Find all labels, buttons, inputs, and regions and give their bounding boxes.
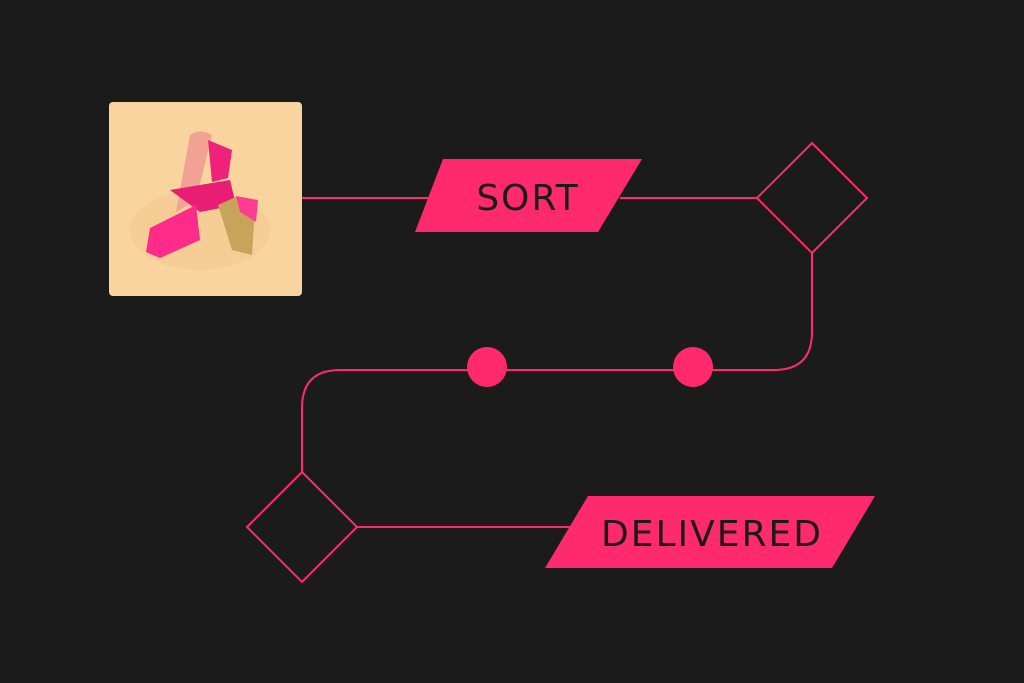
- decision-diamond-bottom: [245, 470, 359, 584]
- step-sort: SORT: [415, 159, 642, 232]
- waypoint-dot-2: [673, 347, 713, 387]
- decision-diamond-top: [755, 141, 869, 255]
- product-image: [109, 102, 302, 296]
- connector-lines: [301, 197, 813, 528]
- sort-label: SORT: [476, 178, 580, 219]
- step-delivered: DELIVERED: [545, 496, 875, 568]
- delivered-label: DELIVERED: [601, 514, 823, 555]
- waypoint-dot-1: [467, 347, 507, 387]
- connector-route-path: [301, 253, 813, 472]
